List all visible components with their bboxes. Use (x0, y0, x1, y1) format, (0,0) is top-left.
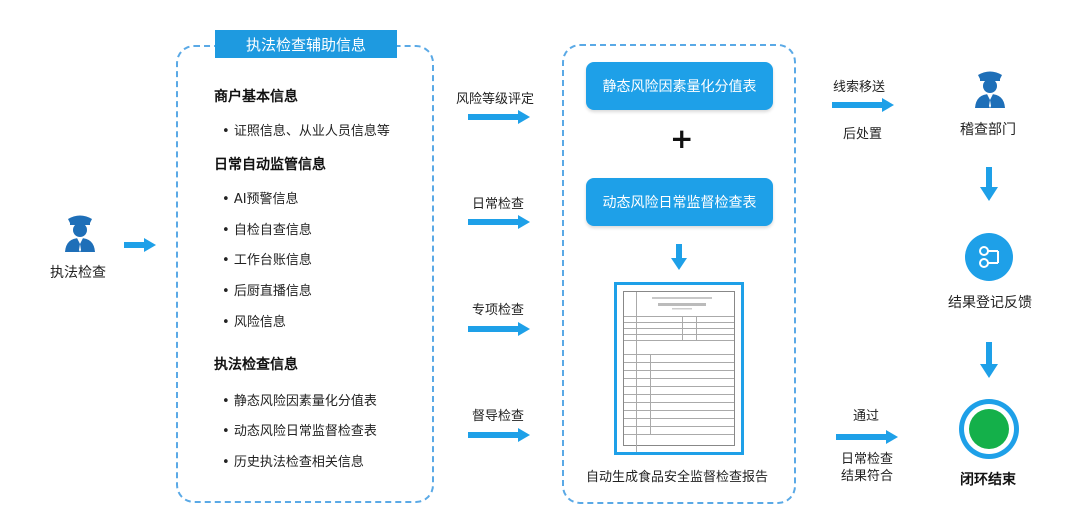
section-item: • AI预警信息 (222, 192, 299, 207)
report-caption: 自动生成食品安全监督检查报告 (586, 470, 769, 485)
section-item: • 工作台账信息 (222, 253, 312, 268)
section-heading-merchant: 商户基本信息 (214, 89, 298, 105)
section-heading-enforcement: 执法检查信息 (214, 357, 298, 373)
dynamic-risk-table-box: 动态风险日常监督检查表 (586, 178, 773, 226)
section-item: • 历史执法检查相关信息 (222, 455, 364, 470)
left-officer (60, 210, 100, 254)
officer-icon (975, 71, 1005, 108)
arrow-label-special-check: 专项检查 (472, 303, 525, 318)
section-item: • 证照信息、从业人员信息等 (222, 124, 390, 139)
section-item: • 后厨直播信息 (222, 284, 312, 299)
link-icon (979, 246, 999, 268)
end-label: 闭环结束 (960, 472, 1016, 488)
flow-label-clue-transfer: 线索移送 (833, 80, 886, 95)
arrow-special-check (468, 322, 530, 336)
feedback-label: 结果登记反馈 (948, 295, 1032, 311)
static-risk-table-box: 静态风险因素量化分值表 (586, 62, 773, 110)
feedback-circle (965, 233, 1013, 281)
arrow-label-supervision-check: 督导检查 (472, 409, 525, 424)
plus-sign: + (670, 122, 694, 155)
arrow-to-info-panel (124, 238, 156, 252)
info-panel-title: 执法检查辅助信息 (215, 30, 397, 58)
section-item: • 静态风险因素量化分值表 (222, 394, 377, 409)
left-officer-label: 执法检查 (50, 265, 106, 281)
flow-label-daily-match: 日常检查 结果符合 (840, 452, 893, 484)
arrow-label-daily-check: 日常检查 (472, 197, 525, 212)
flow-label-pass: 通过 (853, 409, 880, 424)
arrow-daily-check (468, 215, 530, 229)
end-circle (959, 399, 1019, 459)
officer-icon (65, 215, 95, 252)
section-heading-daily: 日常自动监管信息 (214, 157, 326, 173)
inspection-dept-officer (970, 66, 1010, 110)
end-indicator-icon (969, 409, 1009, 449)
inspection-report-document (614, 282, 744, 455)
section-item: • 动态风险日常监督检查表 (222, 424, 377, 439)
arrow-risk-rating (468, 110, 530, 124)
section-item: • 自检自查信息 (222, 223, 312, 238)
section-item: • 风险信息 (222, 315, 286, 330)
inspection-dept-label: 稽查部门 (960, 122, 1016, 138)
arrow-to-end (836, 430, 898, 444)
arrow-label-risk-rating: 风险等级评定 (456, 92, 535, 107)
center-panel (562, 44, 796, 504)
arrow-to-inspection-dept (832, 98, 894, 112)
arrow-down-to-report (671, 244, 687, 270)
flow-label-post-handling: 后处置 (843, 127, 883, 142)
arrow-supervision-check (468, 428, 530, 442)
arrow-down-to-feedback (980, 167, 998, 201)
arrow-down-to-end (980, 342, 998, 378)
